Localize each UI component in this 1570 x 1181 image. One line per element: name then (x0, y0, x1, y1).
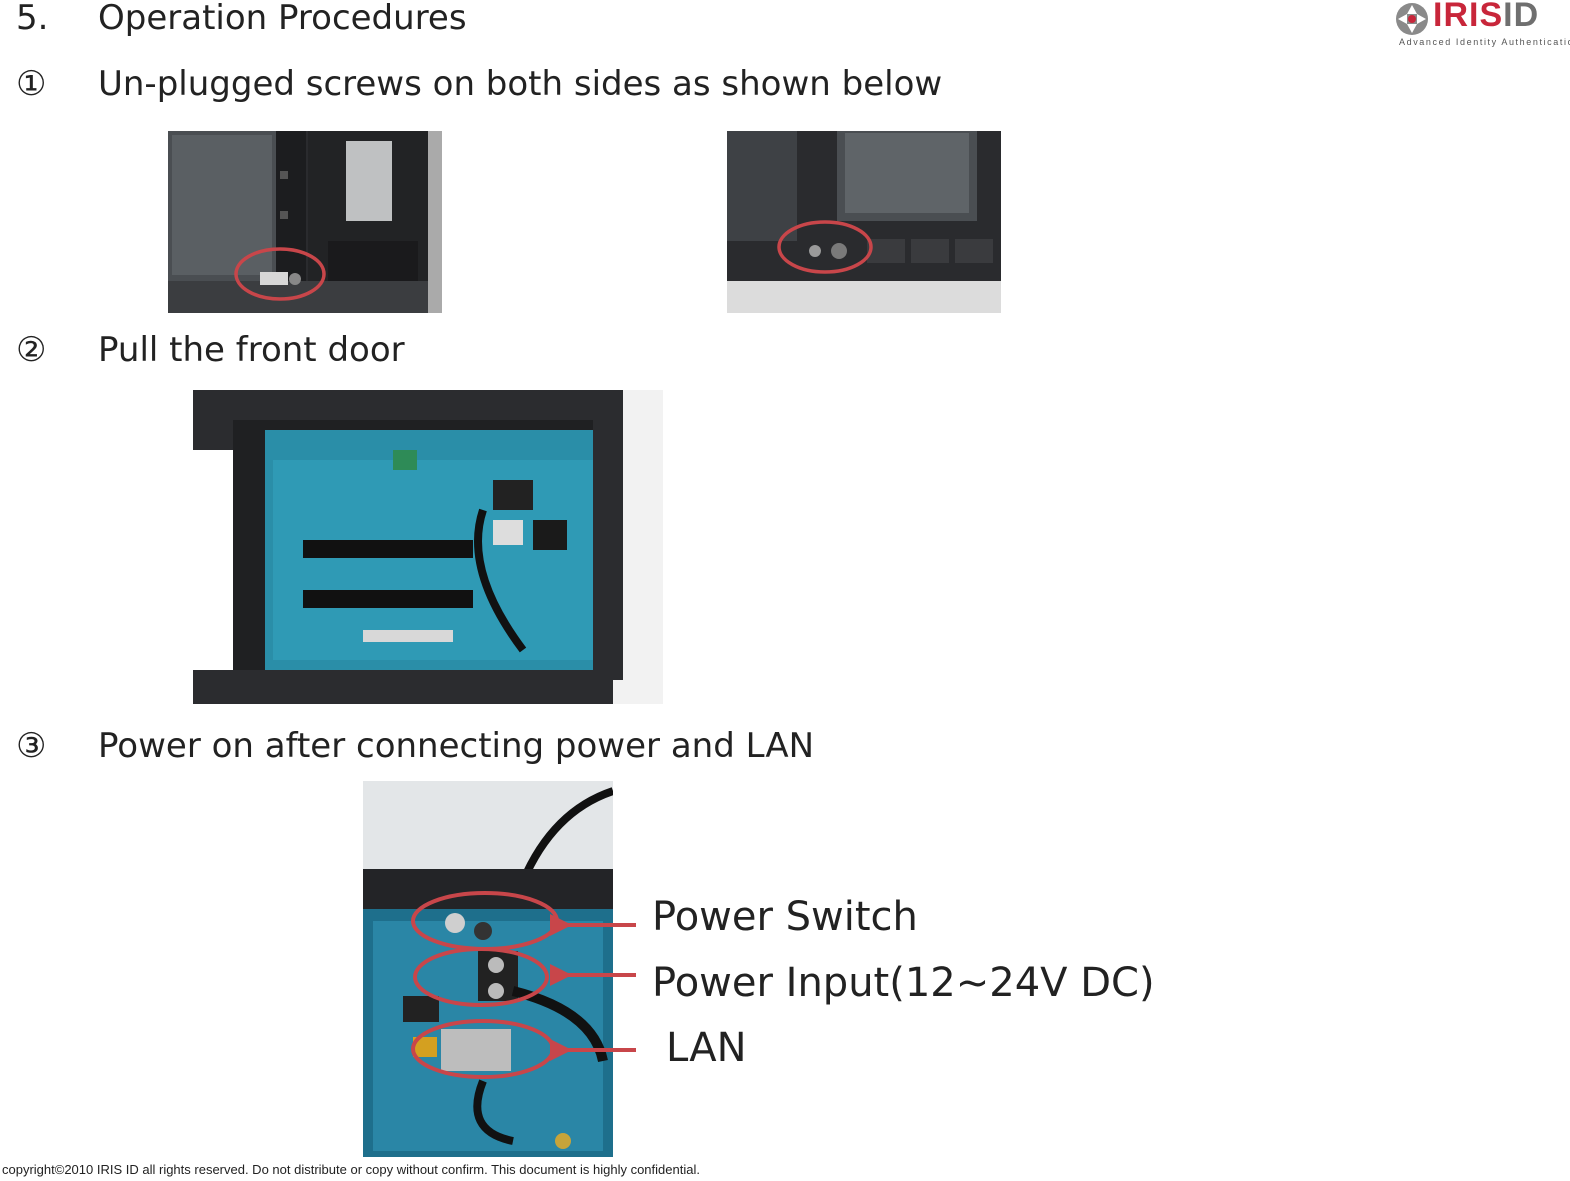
label-power-switch: Power Switch (652, 894, 918, 940)
step-3-marker: ③ (16, 726, 47, 766)
label-lan: LAN (666, 1025, 747, 1071)
callout-arrows (550, 905, 636, 1070)
step-2-text: Pull the front door (98, 330, 405, 370)
step-1-text: Un-plugged screws on both sides as shown… (98, 64, 943, 104)
copyright-footer: copyright©2010 IRIS ID all rights reserv… (2, 1162, 700, 1177)
logo-wordmark: IRISID (1433, 0, 1540, 34)
step-1-marker: ① (16, 64, 47, 104)
photo-open-door (193, 390, 663, 704)
step-2-marker: ② (16, 330, 47, 370)
aperture-icon (1396, 3, 1428, 35)
label-power-input: Power Input(12~24V DC) (652, 960, 1155, 1006)
section-number: 5. (16, 0, 49, 38)
section-title: Operation Procedures (98, 0, 467, 38)
photo-right-screw (727, 131, 1001, 313)
photo-left-screw (168, 131, 442, 313)
logo-tagline: Advanced Identity Authentication™ (1399, 37, 1570, 47)
iris-id-logo: IRISID Advanced Identity Authentication™ (1393, 0, 1570, 50)
step-3-text: Power on after connecting power and LAN (98, 726, 815, 766)
